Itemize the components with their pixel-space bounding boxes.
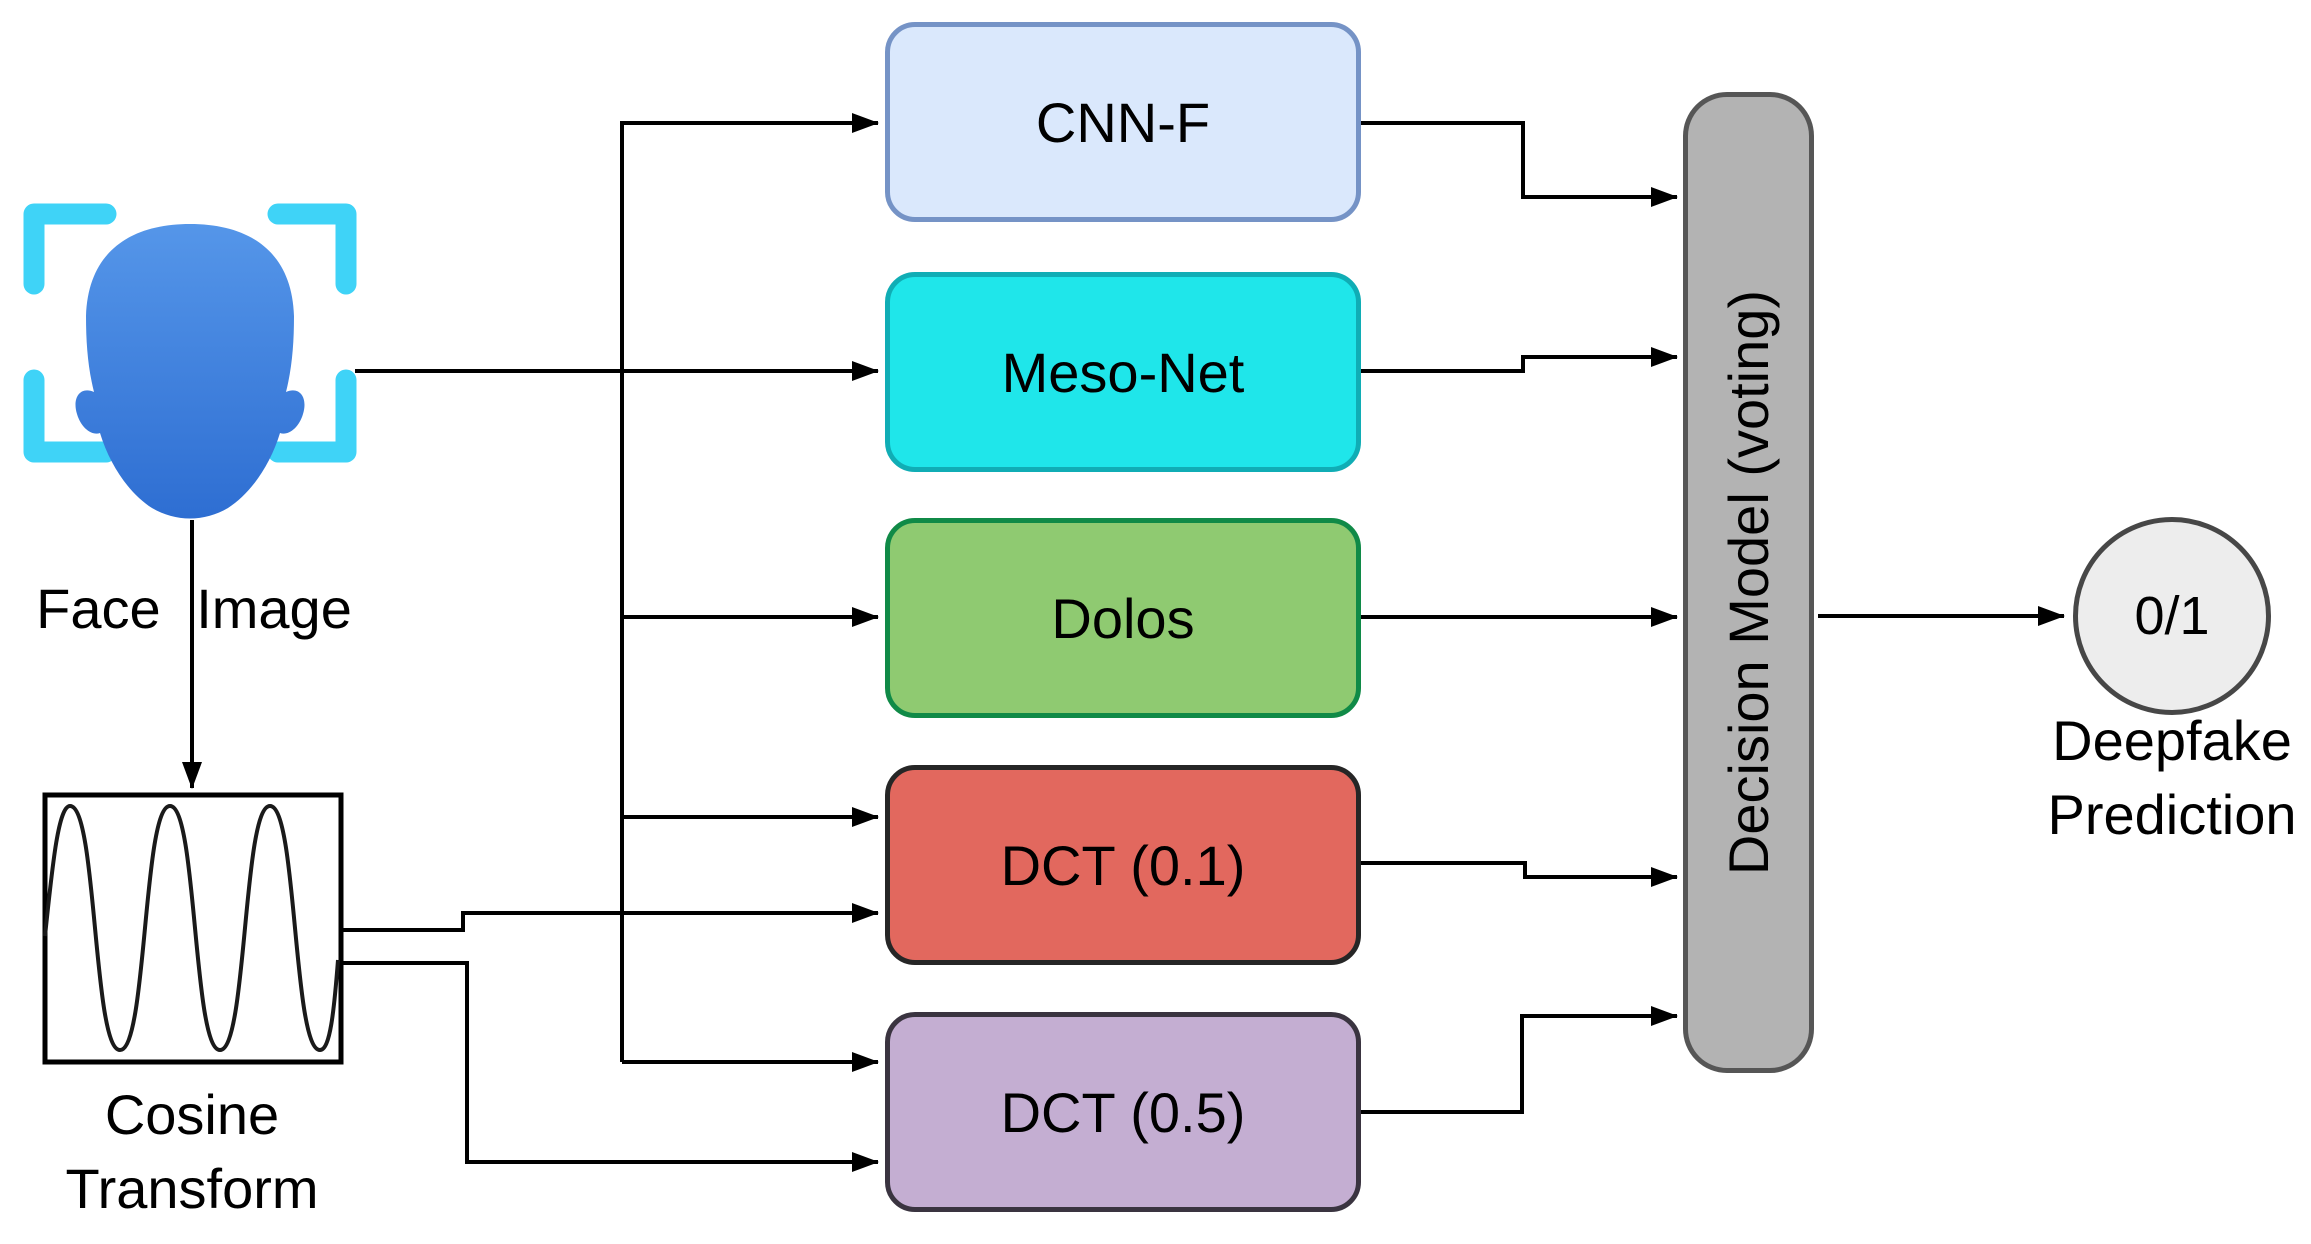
decision-model-box: Decision Model (voting)	[1683, 92, 1814, 1073]
model-box-meso-net: Meso-Net	[885, 272, 1361, 472]
edge-mesonet-to-decision	[1360, 347, 1678, 373]
edge-cnnf-to-decision	[1360, 121, 1678, 207]
model-box-dct-0-5: DCT (0.5)	[885, 1012, 1361, 1212]
prediction-value: 0/1	[2134, 586, 2210, 646]
cosine-transform-label: Cosine Transform	[65, 1083, 319, 1220]
model-label: Dolos	[1051, 586, 1195, 650]
decision-model-label: Decision Model (voting)	[1717, 289, 1781, 876]
edge-cosine-to-dct05	[341, 961, 879, 1172]
bracket-top-left-icon	[23, 203, 117, 295]
model-label: CNN-F	[1035, 90, 1211, 154]
bracket-bottom-left-icon	[23, 369, 117, 463]
edge-trunk-to-cnnf	[620, 113, 879, 1062]
model-box-dolos: Dolos	[885, 518, 1361, 718]
face-image-label: Face Image	[36, 577, 352, 640]
edge-dct01-to-decision	[1360, 861, 1678, 887]
deepfake-prediction-label: Deepfake Prediction	[2047, 709, 2297, 846]
face-head-icon	[75, 224, 305, 519]
model-label: DCT (0.5)	[1000, 1080, 1246, 1144]
edge-dct05-to-decision	[1360, 1006, 1678, 1114]
bracket-top-right-icon	[267, 203, 357, 295]
model-label: DCT (0.1)	[1000, 833, 1246, 897]
bracket-bottom-right-icon	[267, 369, 357, 463]
cosine-wave-icon	[43, 803, 340, 1053]
edge-cosine-to-dct01	[341, 903, 879, 932]
model-label: Meso-Net	[1001, 340, 1245, 404]
model-box-dct-0-1: DCT (0.1)	[885, 765, 1361, 965]
model-box-cnn-f: CNN-F	[885, 22, 1361, 222]
face-scan-icon	[23, 203, 357, 519]
prediction-circle: 0/1	[2073, 517, 2271, 715]
